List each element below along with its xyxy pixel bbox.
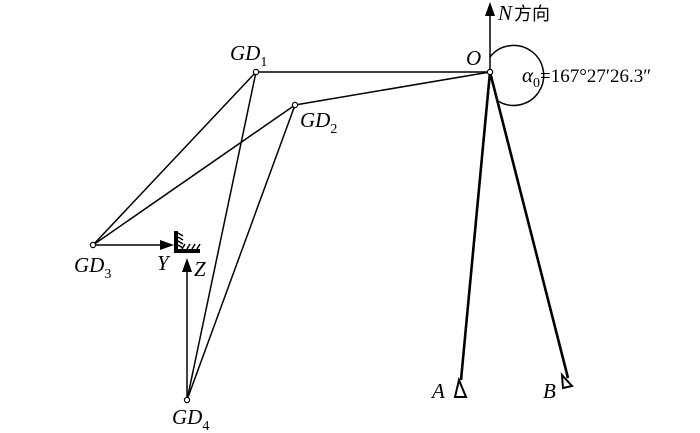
- point-gd2: [291, 101, 299, 109]
- line-gd2-gd4: [186, 104, 296, 401]
- ground-support-symbol: [174, 231, 201, 253]
- point-gd4: [183, 396, 191, 404]
- y-axis-arrow-head: [160, 240, 174, 250]
- label-alpha-angle: α0=167°27′26.3″: [522, 63, 651, 91]
- label-origin: O: [466, 46, 481, 70]
- label-point-b: B: [543, 379, 556, 403]
- line-gd1-gd4: [186, 71, 257, 401]
- line-o-b: [488, 71, 570, 379]
- line-gd2-o: [294, 71, 491, 106]
- point-gd1: [252, 68, 260, 76]
- point-o: [486, 68, 494, 76]
- line-gd2-gd3: [92, 104, 296, 246]
- line-o-a: [459, 71, 492, 381]
- point-a-triangle: [453, 376, 468, 398]
- point-gd3: [89, 241, 97, 249]
- label-axis-y: Y: [157, 251, 171, 275]
- north-arrow-head: [485, 2, 495, 16]
- z-axis-arrow-head: [182, 258, 192, 272]
- label-gd3: GD3: [74, 253, 111, 282]
- label-axis-z: Z: [194, 257, 206, 281]
- label-gd4: GD4: [172, 405, 209, 433]
- alpha-angle-arc: [489, 44, 545, 107]
- point-b-triangle: [560, 372, 574, 390]
- label-gd1: GD1: [230, 41, 267, 70]
- label-point-a: A: [430, 379, 445, 403]
- label-gd2: GD2: [300, 108, 337, 137]
- line-gd1-gd3: [92, 71, 257, 246]
